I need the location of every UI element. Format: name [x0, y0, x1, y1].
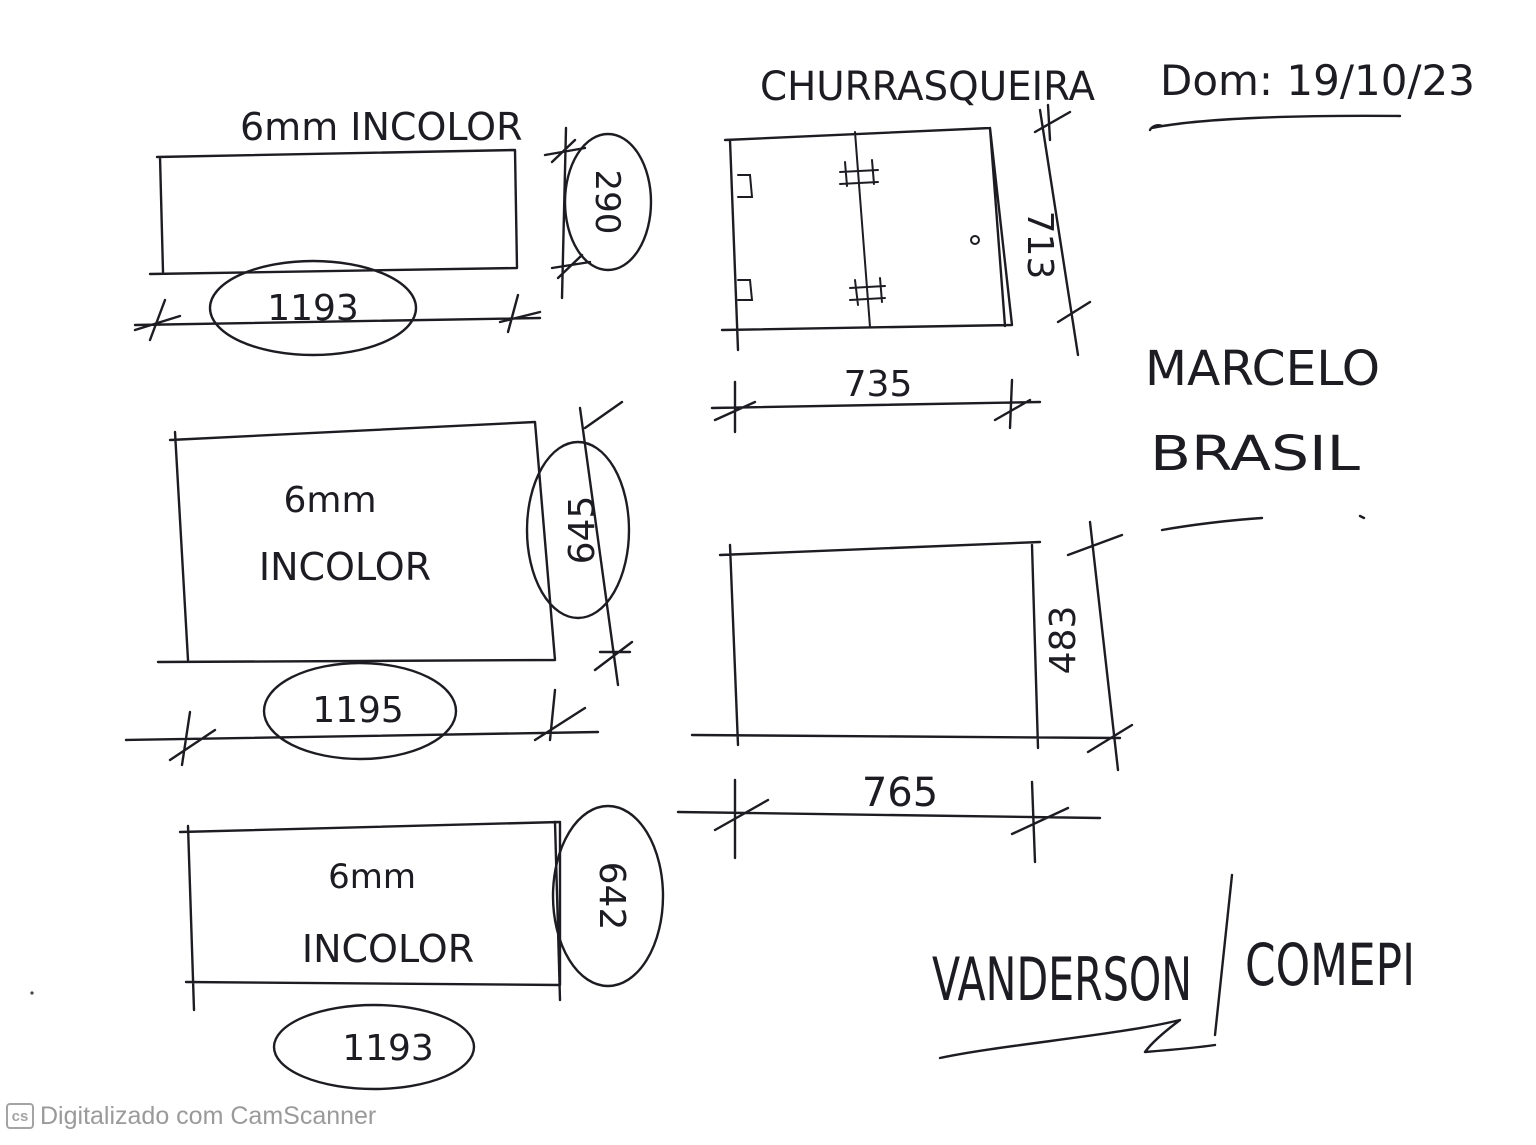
right-panel-1-hinge-top-left — [737, 174, 754, 198]
panel-2-width-label: 1195 — [312, 690, 404, 731]
right-panel-1-hinge-bottom-left — [737, 279, 754, 301]
panel-1-width-dimension-line — [133, 293, 542, 342]
panel-2-rectangle — [156, 420, 557, 664]
panel-1-height-circle — [563, 132, 653, 272]
right-panel-1-hinge-bottom-middle — [849, 277, 886, 306]
panel-3-width-label: 1193 — [342, 1028, 434, 1069]
date-label: Dom: 19/10/23 — [1160, 56, 1475, 105]
panel-3-glass-label-line2: INCOLOR — [302, 927, 474, 971]
watermark-text: Digitalizado com CamScanner — [40, 1101, 377, 1130]
right-panel-2: 483 765 — [676, 520, 1134, 864]
right-panel-1-hinge-top-middle — [839, 159, 879, 187]
panel-1-width-label: 1193 — [267, 288, 359, 329]
camscanner-logo-icon: cs — [6, 1103, 34, 1129]
signature-company: COMEPI — [1245, 931, 1415, 999]
right-panel-2-height-label: 483 — [1043, 606, 1084, 675]
right-panel-1-divider — [854, 131, 871, 328]
panel-2-height-circle — [525, 440, 631, 620]
date-underline — [1148, 114, 1402, 132]
panel-2-height-dimension-line — [578, 400, 634, 687]
panel-2-glass-label-line2: INCOLOR — [259, 545, 431, 589]
right-panel-1-height-dimension-line — [1033, 103, 1092, 357]
signature-underline — [938, 1018, 1217, 1060]
right-panel-2-rectangle — [690, 540, 1122, 750]
client-last-name: BRASIL — [1150, 426, 1360, 482]
panel-3-rectangle — [178, 820, 562, 1012]
right-panel-1-lock-hole — [970, 235, 980, 245]
right-panel-1-width-dimension-line — [710, 378, 1042, 434]
panel-2-height-label: 645 — [562, 496, 603, 565]
panel-1-glass-label: 6mm INCOLOR — [240, 105, 523, 149]
client-first-name: MARCELO — [1145, 341, 1380, 397]
right-panel-2-width-dimension-line — [676, 778, 1102, 864]
panel-1-height-dimension-line — [543, 126, 592, 300]
panel-3-height-label: 642 — [591, 862, 632, 931]
panel-1-height-label: 290 — [587, 170, 627, 235]
panel-1: 6mm INCOLOR 1193 290 — [133, 105, 653, 357]
right-panel-1-rectangle — [720, 126, 1014, 352]
camscanner-watermark: cs Digitalizado com CamScanner — [6, 1101, 376, 1131]
right-panel-2-width-label: 765 — [862, 770, 938, 816]
right-panel-1-height-label: 713 — [1019, 211, 1060, 280]
signature-name: VANDERSON — [932, 945, 1192, 1015]
right-panel-2-height-dimension-line — [1066, 520, 1134, 772]
ink-dot — [30, 991, 34, 995]
panel-3-width-circle — [272, 1003, 476, 1091]
right-panel-1-width-label: 735 — [844, 364, 913, 405]
panel-3-glass-label-line1: 6mm — [328, 857, 416, 897]
panel-2-width-circle — [262, 661, 458, 761]
panel-3-height-circle — [551, 804, 665, 988]
panel-1-rectangle — [148, 148, 519, 276]
panel-1-width-circle — [208, 259, 418, 357]
right-panel-1: 713 735 — [710, 103, 1092, 434]
signature-slash — [1213, 873, 1234, 1037]
client-name-underline — [1160, 514, 1366, 532]
panel-3: 6mm INCOLOR 642 1193 — [178, 804, 665, 1091]
panel-2-width-dimension-line — [124, 688, 600, 767]
panel-2-glass-label-line1: 6mm — [283, 480, 376, 521]
project-title: CHURRASQUEIRA — [760, 64, 1096, 110]
panel-2: 6mm INCOLOR 1195 645 — [124, 400, 634, 767]
